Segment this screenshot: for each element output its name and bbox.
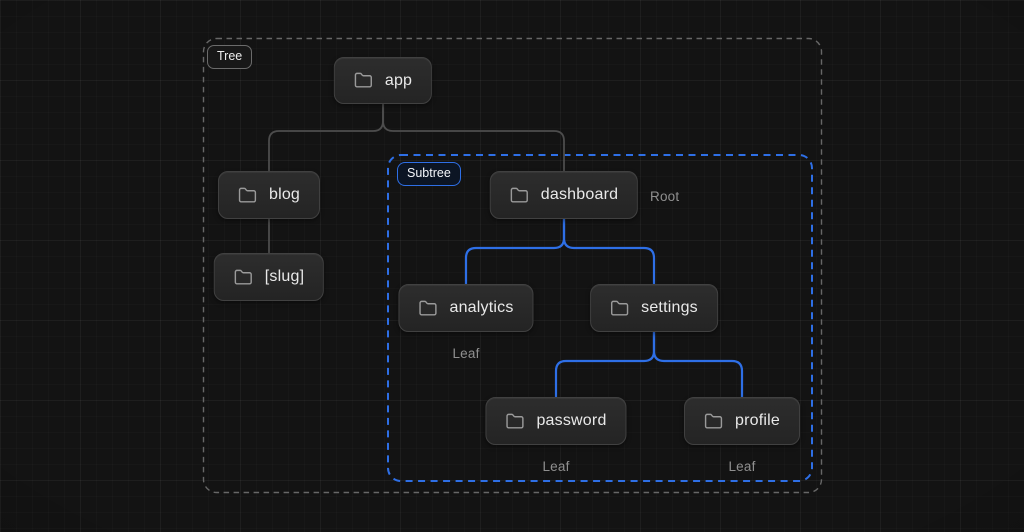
node-label: analytics (449, 299, 514, 316)
node-label: profile (735, 412, 780, 429)
edge-app-blog (268, 103, 384, 173)
node-settings: settings (590, 284, 718, 332)
edge-dashboard-analytics (464, 217, 566, 287)
folder-icon (238, 186, 257, 205)
subtree-container-badge: Subtree (397, 162, 461, 186)
annotation-leaf-profile: Leaf (728, 459, 756, 474)
folder-icon (610, 299, 629, 318)
node-password: password (485, 397, 627, 445)
node-label: password (536, 412, 607, 429)
node-label: dashboard (540, 186, 619, 203)
folder-icon (510, 186, 529, 205)
annotation-leaf-password: Leaf (542, 459, 570, 474)
node-dashboard: dashboard (489, 171, 639, 219)
node-app: app (333, 57, 433, 104)
annotation-root: Root (650, 189, 680, 204)
annotation-leaf-analytics: Leaf (452, 346, 480, 361)
node-slug: [slug] (213, 253, 325, 301)
folder-icon (505, 412, 524, 431)
tree-container-badge: Tree (207, 45, 253, 69)
node-label: settings (641, 299, 698, 316)
edge-dashboard-settings (562, 217, 656, 287)
node-label: [slug] (264, 268, 305, 285)
node-label: blog (268, 186, 301, 203)
edge-settings-password (554, 330, 656, 399)
edge-settings-profile (652, 330, 744, 399)
node-analytics: analytics (398, 284, 534, 332)
node-profile: profile (684, 397, 800, 445)
node-label: app (384, 71, 413, 89)
folder-icon (418, 299, 437, 318)
folder-icon (234, 268, 253, 287)
folder-icon (354, 71, 373, 90)
folder-icon (704, 412, 723, 431)
node-blog: blog (217, 171, 321, 219)
